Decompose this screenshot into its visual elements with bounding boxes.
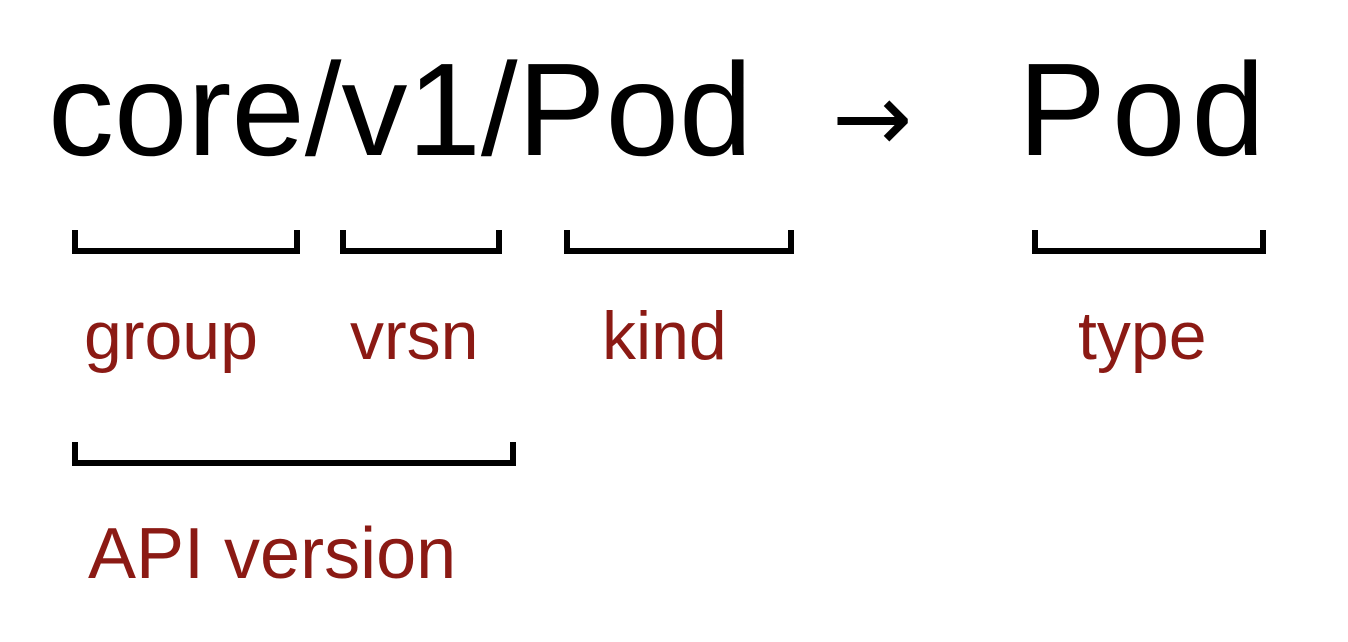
resource-path: core/v1/Pod [48, 36, 753, 183]
api-version-label: API version [88, 514, 457, 594]
version-bracket [340, 230, 502, 254]
kind-bracket [564, 230, 794, 254]
kind-label: kind [602, 298, 727, 374]
arrow-icon: → [832, 62, 913, 174]
api-version-bracket [72, 442, 516, 466]
version-label: vrsn [350, 298, 479, 374]
group-bracket [72, 230, 300, 254]
result-type: Pod [1018, 36, 1271, 183]
type-label: type [1078, 298, 1207, 374]
group-label: group [84, 298, 258, 374]
type-bracket [1032, 230, 1266, 254]
